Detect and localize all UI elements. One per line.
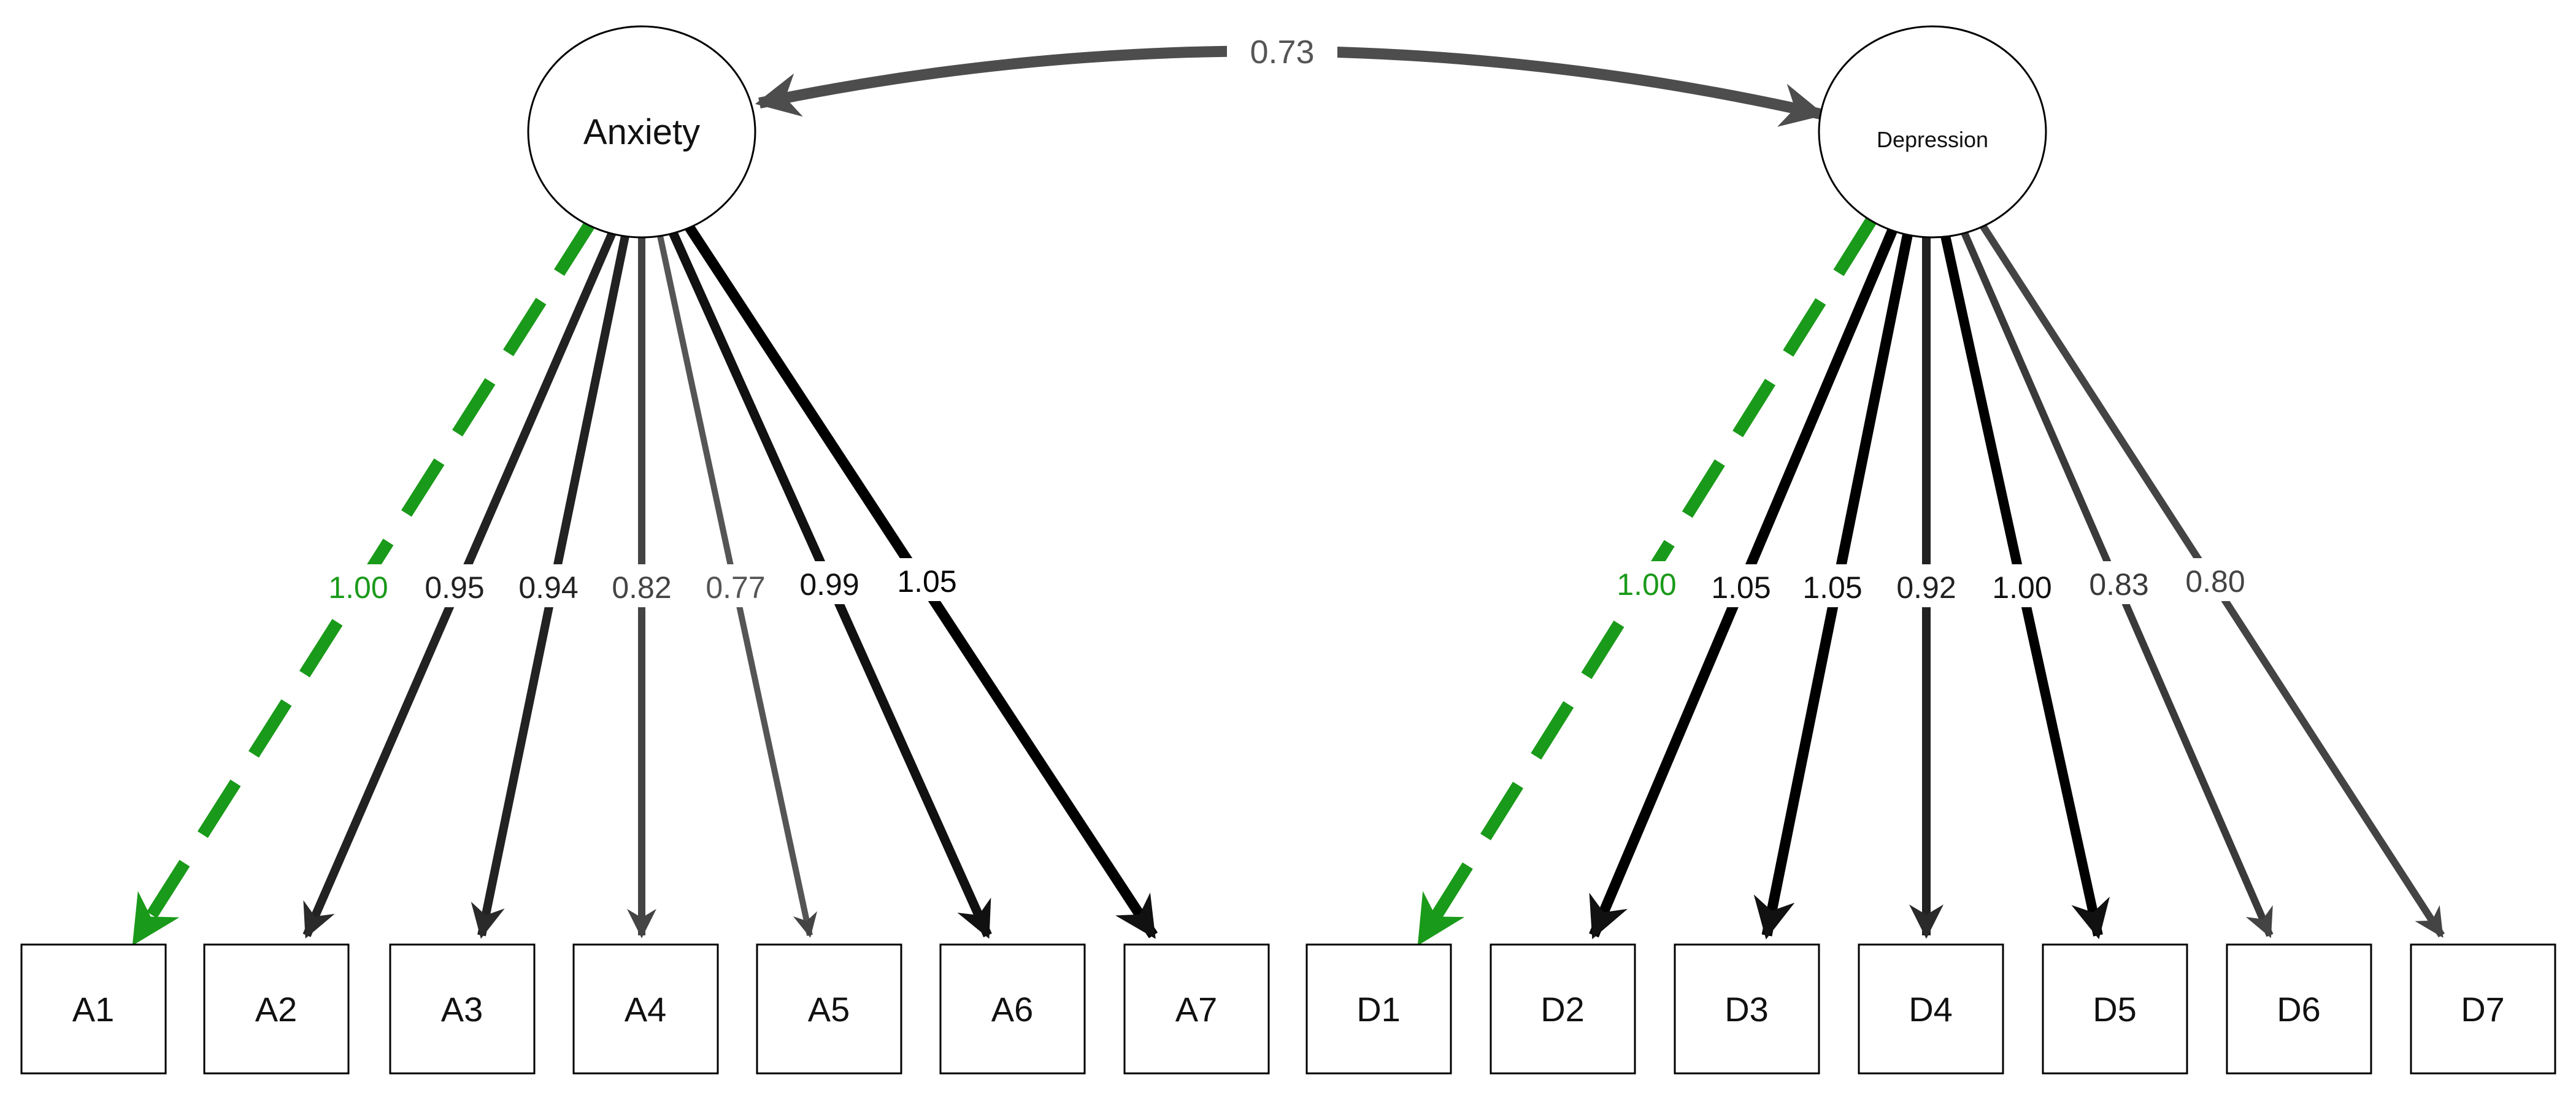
loading-label-bg (2185, 558, 2245, 601)
loading-label-a1: 1.00 (328, 570, 388, 605)
latent-factor-node-anxiety (527, 25, 756, 239)
loading-label-d3: 1.05 (1802, 570, 1862, 605)
covariance-label: 0.73 (1250, 34, 1314, 71)
indicator-label-d4: D4 (1909, 990, 1953, 1029)
loading-label-a5: 0.77 (706, 570, 765, 605)
indicator-label-a7: A7 (1175, 990, 1218, 1029)
loading-label-bg (1992, 564, 2052, 607)
loading-label-d2: 1.05 (1711, 570, 1771, 605)
loading-label-bg (1711, 564, 1771, 607)
indicator-box-d5: D5 (2042, 943, 2188, 1075)
loading-label-bg (328, 564, 388, 607)
indicator-box-d1: D1 (1305, 943, 1452, 1075)
indicator-label-d5: D5 (2093, 990, 2137, 1029)
loading-labels-depression: 1.00 1.05 1.05 0.92 1.00 0.83 0.80 (1617, 558, 2245, 607)
indicator-label-d1: D1 (1356, 990, 1401, 1029)
loading-label-bg (425, 564, 485, 607)
loading-label-a7: 1.05 (897, 564, 956, 599)
loading-label-bg (1802, 564, 1863, 607)
loading-label-a4: 0.82 (612, 570, 671, 605)
loading-label-d6: 0.83 (2089, 567, 2148, 602)
covariance-label-bg (1227, 28, 1337, 77)
loading-label-bg (1617, 561, 1677, 604)
indicator-label-a2: A2 (255, 990, 298, 1029)
indicator-label-a1: A1 (72, 990, 115, 1029)
indicator-label-a4: A4 (625, 990, 667, 1029)
loading-label-bg (2089, 561, 2149, 604)
loading-label-bg (1896, 564, 1956, 607)
indicator-box-a4: A4 (572, 943, 719, 1075)
loading-label-d5: 1.00 (1992, 570, 2051, 605)
indicator-box-d4: D4 (1858, 943, 2004, 1075)
loading-label-d4: 0.92 (1896, 570, 1956, 605)
loading-label-bg (799, 561, 859, 604)
indicator-label-d3: D3 (1724, 990, 1769, 1029)
indicator-box-a3: A3 (389, 943, 536, 1075)
indicator-box-d3: D3 (1674, 943, 1820, 1075)
indicator-box-a6: A6 (939, 943, 1086, 1075)
loading-label-d1: 1.00 (1617, 567, 1676, 602)
loading-label-a2: 0.95 (425, 570, 484, 605)
indicator-label-a5: A5 (808, 990, 850, 1029)
indicator-box-a7: A7 (1123, 943, 1270, 1075)
loading-label-d7: 0.80 (2185, 564, 2245, 599)
loading-label-a6: 0.99 (799, 567, 859, 602)
indicator-box-a5: A5 (756, 943, 902, 1075)
indicator-label-d6: D6 (2277, 990, 2321, 1029)
indicator-box-d7: D7 (2410, 943, 2556, 1075)
latent-factor-label-depression: Depression (1877, 127, 1988, 152)
latent-factor-label-anxiety: Anxiety (583, 112, 700, 152)
indicator-box-d2: D2 (1490, 943, 1636, 1075)
loading-label-bg (612, 564, 672, 607)
indicator-box-d6: D6 (2226, 943, 2372, 1075)
indicator-label-d7: D7 (2461, 990, 2505, 1029)
factor-group-anxiety: 1.00 0.95 0.94 0.82 0.77 0.99 1.05 Anxie… (20, 25, 1270, 1075)
indicator-box-a1: A1 (20, 943, 167, 1075)
indicator-label-a6: A6 (991, 990, 1034, 1029)
loading-label-bg (706, 564, 766, 607)
factor-group-depression: 1.00 1.05 1.05 0.92 1.00 0.83 0.80 Depre… (1305, 25, 2556, 1075)
loading-label-bg (518, 564, 579, 607)
latent-factor-node-depression (1818, 25, 2047, 239)
indicator-label-a3: A3 (441, 990, 483, 1029)
indicator-box-a2: A2 (203, 943, 350, 1075)
indicator-label-d2: D2 (1540, 990, 1585, 1029)
loading-label-bg (897, 558, 957, 601)
loading-labels-anxiety: 1.00 0.95 0.94 0.82 0.77 0.99 1.05 (328, 558, 957, 607)
loading-label-a3: 0.94 (518, 570, 578, 605)
